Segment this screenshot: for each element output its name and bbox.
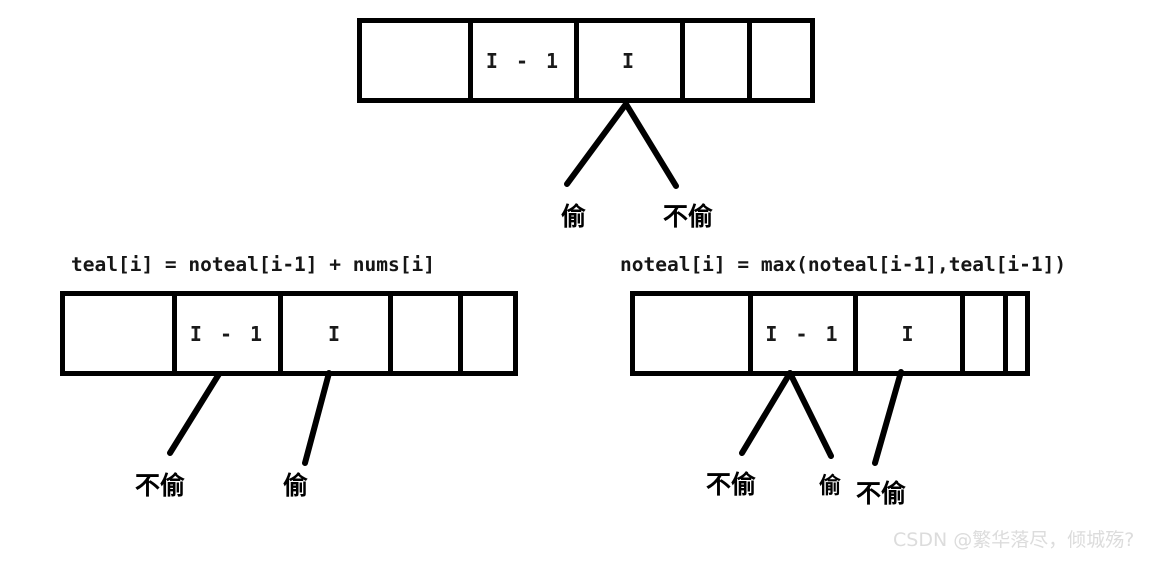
- top-array-cell-4: [747, 23, 810, 98]
- top-array-cell-0: [362, 23, 468, 98]
- right-formula: noteal[i] = max(noteal[i-1],teal[i-1]): [620, 253, 1067, 276]
- left-branch-1-line: [167, 371, 222, 456]
- left-array-cell-0: [65, 296, 172, 371]
- top-branch-left-line: [564, 101, 629, 187]
- right-branch-3-line: [872, 369, 904, 466]
- top-label-steal: 偷: [561, 202, 587, 231]
- left-branch-2-line: [302, 370, 332, 466]
- right-array-cell-0: [635, 296, 748, 371]
- left-array-cell-1: I - 1: [172, 296, 278, 371]
- top-array-cell-2-label: I: [621, 48, 638, 73]
- right-branch-2-line: [787, 370, 834, 459]
- top-array-cell-1: I - 1: [468, 23, 574, 98]
- left-array-cell-2: I: [278, 296, 388, 371]
- top-array-cell-1-label: I - 1: [485, 48, 562, 73]
- left-array-cell-3: [388, 296, 458, 371]
- right-array-cell-2-label: I: [901, 321, 917, 346]
- right-label-not-steal-1: 不偷: [706, 470, 757, 499]
- right-array-cell-1-label: I - 1: [765, 321, 841, 346]
- csdn-watermark: CSDN @繁华落尽，倾城殇?: [893, 529, 1135, 551]
- top-array-cell-2: I: [574, 23, 680, 98]
- left-label-not-steal: 不偷: [135, 471, 186, 500]
- left-array: I - 1 I: [60, 291, 518, 376]
- left-array-cell-2-label: I: [327, 321, 344, 346]
- top-array: I - 1 I: [357, 18, 815, 103]
- right-array-cell-2: I: [853, 296, 960, 371]
- right-array-cell-3: [960, 296, 1003, 371]
- right-label-not-steal-2: 不偷: [856, 479, 907, 508]
- left-array-cell-4: [458, 296, 523, 371]
- right-branch-1-line: [739, 370, 793, 456]
- left-formula: teal[i] = noteal[i-1] + nums[i]: [71, 253, 435, 276]
- left-array-cell-1-label: I - 1: [189, 321, 266, 346]
- right-array-cell-1: I - 1: [748, 296, 853, 371]
- top-branch-right-line: [623, 101, 679, 189]
- top-array-cell-3: [680, 23, 747, 98]
- right-label-steal: 偷: [819, 474, 842, 499]
- top-label-not-steal: 不偷: [663, 202, 714, 231]
- left-label-steal: 偷: [283, 471, 309, 500]
- right-array-cell-4: [1003, 296, 1035, 371]
- right-array: I - 1 I: [630, 291, 1030, 376]
